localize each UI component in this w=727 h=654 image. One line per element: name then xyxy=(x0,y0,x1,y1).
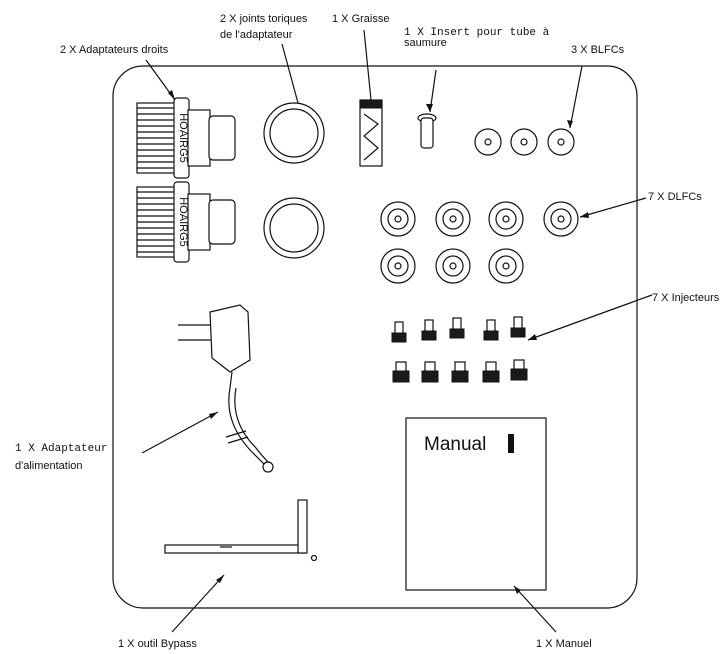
label-dlfc: 7 X DLFCs xyxy=(648,191,702,203)
o-ring-1 xyxy=(263,102,325,164)
dlfc-7 xyxy=(488,248,524,284)
injector-7 xyxy=(421,361,439,383)
kit-board xyxy=(112,65,638,609)
manual-cover-title: Manual xyxy=(424,434,486,455)
dlfc-4 xyxy=(543,201,579,237)
injector-9 xyxy=(482,361,500,383)
injector-3 xyxy=(449,317,465,339)
blfc-1 xyxy=(474,128,502,156)
dlfc-1 xyxy=(380,201,416,237)
dlfc-3 xyxy=(488,201,524,237)
power-adapter xyxy=(178,304,274,473)
label-orings-line1: 2 X joints toriques xyxy=(220,13,308,25)
injector-10 xyxy=(510,359,528,381)
manual-booklet: Manual xyxy=(405,417,547,591)
injector-2 xyxy=(421,319,437,341)
label-brine-line1: 1 X Insert pour tube à xyxy=(404,27,550,39)
label-adapters: 2 X Adaptateurs droits xyxy=(60,44,169,56)
label-grease: 1 X Graisse xyxy=(332,13,389,25)
adapter-marking: HOAIRG5 xyxy=(177,197,189,247)
blfc-3 xyxy=(547,128,575,156)
injector-6 xyxy=(392,361,410,383)
label-power-line1: 1 X Adaptateur xyxy=(15,443,107,455)
dlfc-6 xyxy=(435,248,471,284)
label-brine-line2: saumure xyxy=(404,37,447,49)
blfc-2 xyxy=(510,128,538,156)
label-manual: 1 X Manuel xyxy=(536,638,592,650)
injector-4 xyxy=(483,319,499,341)
grease-packet xyxy=(359,99,383,167)
bypass-tool xyxy=(164,499,318,562)
label-bypass-tool: 1 X outil Bypass xyxy=(118,638,197,650)
leader-arrowheads xyxy=(168,90,589,594)
label-injectors: 7 X Injecteurs xyxy=(652,292,720,304)
injector-8 xyxy=(451,361,469,383)
straight-adapter-2: HOAIRG5 xyxy=(136,181,236,263)
injector-1 xyxy=(391,321,407,343)
o-ring-2 xyxy=(263,197,325,259)
label-blfc: 3 X BLFCs xyxy=(571,44,625,56)
dlfc-2 xyxy=(435,201,471,237)
label-power-line2: d'alimentation xyxy=(15,460,83,472)
brine-tube-insert xyxy=(417,113,437,149)
dlfc-5 xyxy=(380,248,416,284)
adapter-marking: HOAIRG5 xyxy=(177,113,189,163)
label-orings-line2: de l'adaptateur xyxy=(220,29,293,41)
straight-adapter-1: HOAIRG5 xyxy=(136,97,236,179)
injector-5 xyxy=(510,316,526,338)
